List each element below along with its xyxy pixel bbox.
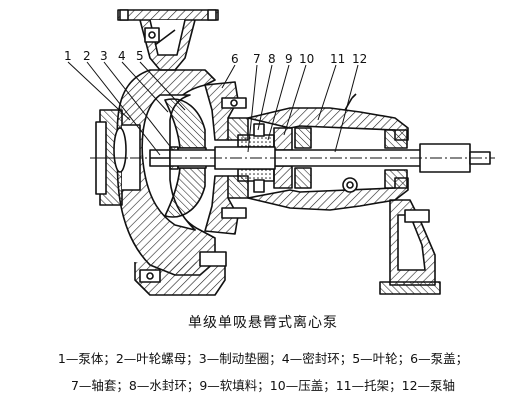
part-number-labels: 1 2 3 4 5 6 7 8 9 10 11 12 [64, 49, 367, 66]
parts-legend-line-1: 1—泵体；2—叶轮螺母；3—制动垫圈；4—密封环；5—叶轮；6—泵盖； [57, 351, 469, 366]
part-number: 2 [83, 49, 91, 63]
gland-bolts [221, 97, 247, 219]
pump-shaft [90, 143, 495, 173]
stuffing-box [237, 123, 293, 193]
casing-foot [134, 251, 227, 296]
part-number: 11 [330, 52, 345, 66]
part-number: 8 [268, 52, 276, 66]
part-number: 10 [299, 52, 314, 66]
parts-legend-line-2: 7—轴套；8—水封环；9—软填料；10—压盖；11—托架；12—泵轴 [70, 378, 456, 393]
part-number: 7 [253, 52, 261, 66]
part-number: 1 [64, 49, 72, 63]
part-number: 4 [118, 49, 126, 63]
part-number: 3 [100, 49, 108, 63]
pump-cross-section-drawing: 1 2 3 4 5 6 7 8 9 10 11 12 [64, 9, 495, 296]
part-number: 9 [285, 52, 293, 66]
bearing-bracket [247, 93, 409, 211]
figure-title: 单级单吸悬臂式离心泵 [188, 315, 338, 331]
part-number: 12 [352, 52, 367, 66]
pump-cover [204, 81, 249, 235]
part-number: 5 [136, 49, 144, 63]
discharge-nozzle [117, 9, 219, 71]
part-number: 6 [231, 52, 239, 66]
leader-lines [67, 61, 359, 156]
bracket-support [379, 199, 441, 295]
